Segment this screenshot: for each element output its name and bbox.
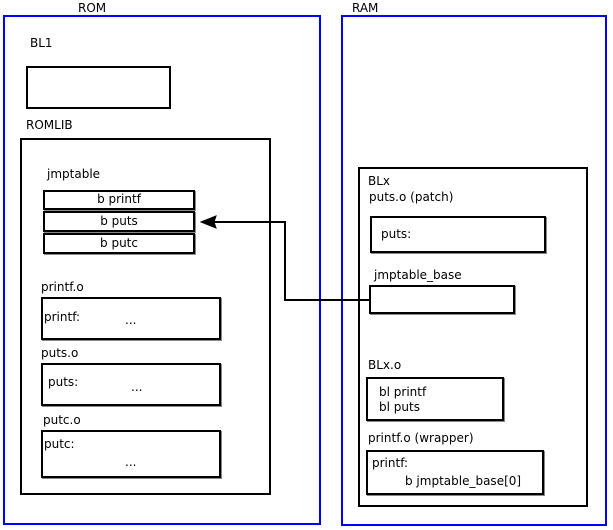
rom-object-label-printf-o: printf.o — [41, 280, 84, 294]
rom-object-label-puts-o: puts.o — [41, 346, 79, 360]
rom-object-body-printf: ... — [125, 313, 137, 327]
rom-object-symbol-puts: puts: — [48, 375, 79, 389]
rom-object-symbol-putc: putc: — [44, 437, 75, 451]
rom-object-label-putc-o: putc.o — [43, 413, 81, 427]
puts-patch-symbol: puts: — [381, 227, 412, 241]
jmptable-base-box — [369, 285, 515, 314]
printf-wrapper-symbol: printf: — [372, 456, 409, 470]
blx-o-label: BLx.o — [368, 358, 402, 372]
printf-wrapper-instruction: b jmptable_base[0] — [405, 474, 522, 488]
region-label-ram: RAM — [352, 1, 379, 15]
blx-o-line-bl-printf: bl printf — [379, 385, 427, 399]
bl1-label: BL1 — [30, 36, 53, 50]
rom-object-symbol-printf: printf: — [44, 310, 81, 324]
printf-wrapper-label: printf.o (wrapper) — [368, 431, 474, 445]
jmptable-label: jmptable — [47, 167, 101, 181]
rom-object-box-puts-o — [41, 363, 221, 406]
blx-o-line-bl-puts: bl puts — [379, 400, 420, 414]
bl1-box — [26, 66, 171, 109]
jmptable-entry-puts — [43, 211, 195, 232]
jmptable-entry-printf-text: b printf — [97, 192, 141, 206]
jmptable-entry-printf — [43, 190, 195, 210]
rom-object-box-putc-o — [41, 430, 221, 478]
jmptable-entry-putc-text: b putc — [100, 236, 138, 250]
rom-object-box-printf-o — [41, 297, 221, 340]
jmptable-base-label: jmptable_base — [374, 268, 462, 282]
printf-wrapper-box — [366, 450, 544, 495]
jmptable-entry-puts-text: b puts — [100, 214, 138, 228]
blx-o-box — [366, 377, 504, 421]
rom-object-body-puts: ... — [131, 380, 143, 394]
puts-patch-label: puts.o (patch) — [369, 190, 454, 204]
blx-label: BLx — [368, 174, 391, 188]
jmptable-entry-putc — [43, 233, 195, 254]
romlib-label: ROMLIB — [26, 118, 73, 132]
region-label-rom: ROM — [78, 1, 107, 15]
rom-object-body-putc: ... — [125, 455, 137, 469]
puts-patch-box — [370, 216, 546, 253]
